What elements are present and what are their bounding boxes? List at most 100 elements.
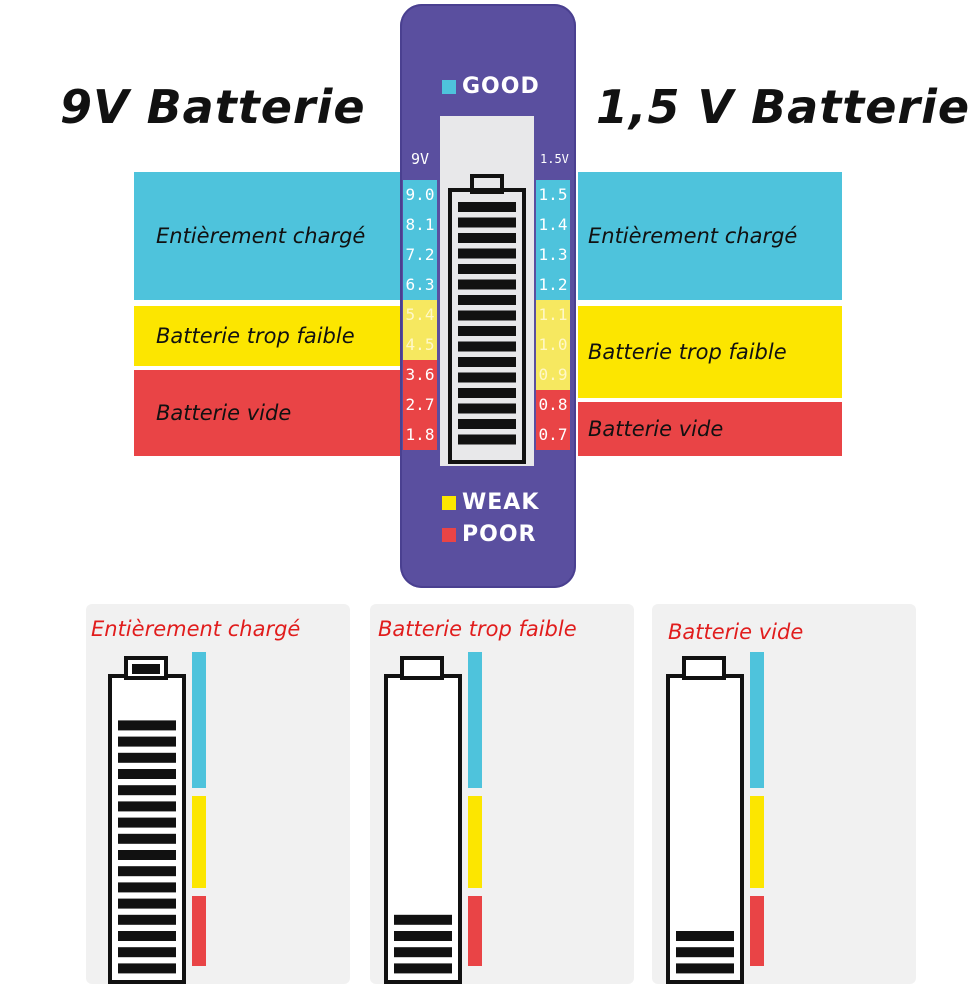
display-battery-icon	[448, 174, 526, 464]
scale-value: 5.4	[403, 300, 437, 330]
heading-9v-battery: 9V Batterie	[60, 80, 366, 134]
battery-full-icon	[108, 652, 206, 984]
battery-bar	[118, 850, 176, 860]
panel-weak	[370, 604, 634, 984]
battery-bar	[676, 963, 734, 974]
legend-poor: POOR	[442, 522, 536, 547]
band-full-right-label: Entièrement chargé	[588, 224, 798, 248]
display-bar	[458, 357, 516, 367]
good-color-swatch	[442, 79, 456, 94]
panel-empty	[652, 604, 916, 984]
legend-good-label: GOOD	[462, 74, 540, 99]
scale-value: 1.4	[536, 210, 570, 240]
scale-value: 9.0	[403, 180, 437, 210]
display-bar	[458, 419, 516, 429]
band-empty-left: Batterie vide	[134, 370, 400, 456]
poor-level-strip	[192, 896, 206, 966]
band-full-right: Entièrement chargé	[578, 172, 842, 300]
scale-value: 1.5	[536, 180, 570, 210]
battery-bar	[394, 931, 452, 941]
battery-bar	[118, 931, 176, 941]
scale-value: 8.1	[403, 210, 437, 240]
display-bar	[458, 295, 516, 305]
panel-full-title: Entièrement chargé	[91, 617, 301, 641]
battery-bar	[394, 914, 452, 925]
battery-bar	[118, 914, 176, 925]
display-bar	[458, 264, 516, 274]
display-bar	[458, 341, 516, 352]
display-bar	[458, 372, 516, 383]
display-bar	[458, 233, 516, 243]
scale-value: 4.5	[403, 330, 437, 360]
display-bar	[458, 279, 516, 290]
battery-bar	[118, 752, 176, 763]
battery-cap	[400, 656, 444, 680]
scale-value: 3.6	[403, 360, 437, 390]
scale-value: 1.2	[536, 270, 570, 300]
band-full-left: Entièrement chargé	[134, 172, 400, 300]
display-bar	[458, 202, 516, 212]
display-bar	[458, 310, 516, 321]
battery-bar	[118, 882, 176, 893]
battery-bar	[118, 963, 176, 974]
scale-15v-label: 1.5V	[540, 152, 569, 166]
display-bar	[458, 403, 516, 414]
display-bar	[458, 326, 516, 336]
band-empty-right-label: Batterie vide	[588, 417, 724, 441]
good-level-strip	[192, 652, 206, 788]
legend-good: GOOD	[442, 74, 540, 99]
display-battery-cap	[470, 174, 504, 194]
battery-bar	[394, 963, 452, 974]
scale-value: 1.8	[403, 420, 437, 450]
display-bar	[458, 388, 516, 398]
band-weak-left-label: Batterie trop faible	[156, 324, 355, 348]
weak-level-strip	[192, 796, 206, 888]
legend-weak: WEAK	[442, 490, 539, 515]
band-empty-left-label: Batterie vide	[156, 401, 292, 425]
scale-value: 0.7	[536, 420, 570, 450]
scale-value: 1.3	[536, 240, 570, 270]
good-level-strip	[750, 652, 764, 788]
battery-cap-bar	[132, 664, 160, 674]
band-weak-left: Batterie trop faible	[134, 306, 400, 366]
scale-value: 0.8	[536, 390, 570, 420]
weak-color-swatch	[442, 495, 456, 510]
scale-value: 2.7	[403, 390, 437, 420]
battery-cap	[682, 656, 726, 680]
battery-bar	[118, 736, 176, 747]
panel-weak-title: Batterie trop faible	[378, 617, 577, 641]
poor-level-strip	[468, 896, 482, 966]
poor-color-swatch	[442, 527, 456, 542]
battery-bar	[118, 866, 176, 877]
heading-15v-battery: 1,5 V Batterie	[596, 80, 971, 134]
band-weak-right-label: Batterie trop faible	[588, 340, 787, 364]
panel-empty-title: Batterie vide	[668, 620, 804, 644]
display-bar	[458, 248, 516, 259]
scale-value: 1.0	[536, 330, 570, 360]
display-bar	[458, 217, 516, 228]
battery-bar	[676, 931, 734, 941]
poor-level-strip	[750, 896, 764, 966]
legend-weak-label: WEAK	[462, 490, 540, 515]
scale-value: 0.9	[536, 360, 570, 390]
battery-bar	[118, 769, 176, 779]
legend-poor-label: POOR	[462, 522, 537, 547]
scale-value: 1.1	[536, 300, 570, 330]
good-level-strip	[468, 652, 482, 788]
battery-bar	[118, 720, 176, 731]
scale-value: 7.2	[403, 240, 437, 270]
panel-full	[86, 604, 350, 984]
scale-9v-label: 9V	[411, 150, 430, 168]
battery-bar	[394, 947, 452, 958]
scale-value: 6.3	[403, 270, 437, 300]
battery-weak-icon	[384, 652, 482, 984]
band-weak-right: Batterie trop faible	[578, 306, 842, 398]
battery-bar	[118, 817, 176, 828]
battery-bar	[676, 947, 734, 958]
battery-bar	[118, 947, 176, 958]
battery-bar	[118, 801, 176, 812]
battery-bar	[118, 785, 176, 796]
band-full-left-label: Entièrement chargé	[156, 224, 366, 248]
